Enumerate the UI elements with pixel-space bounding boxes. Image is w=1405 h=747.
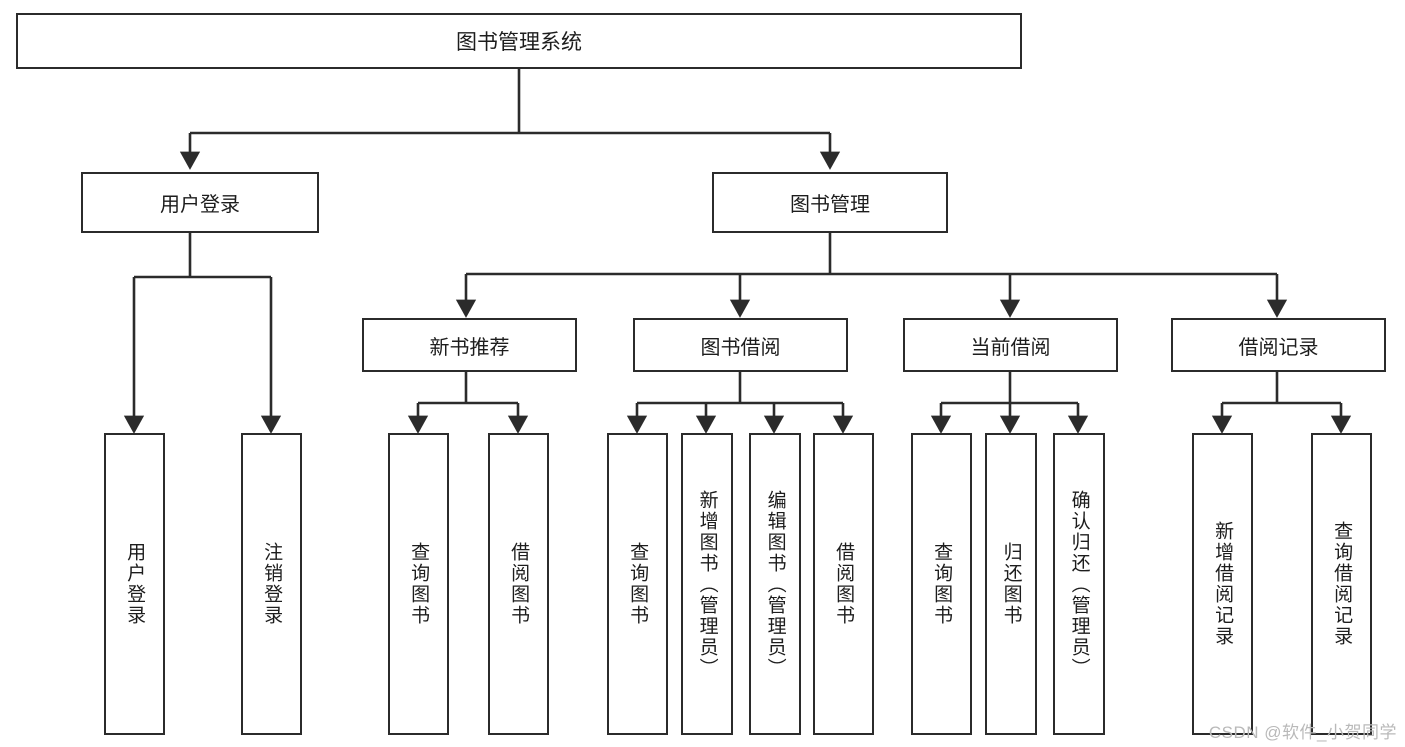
node-book-management[interactable]: 图书管理 xyxy=(712,172,948,233)
node-book-borrow[interactable]: 图书借阅 xyxy=(633,318,848,372)
leaf-query-book-2-label: 查询图书 xyxy=(627,542,649,626)
leaf-edit-book-label: 编辑图书（管理员） xyxy=(764,489,786,679)
node-current-borrow-label: 当前借阅 xyxy=(970,336,1051,359)
leaf-edit-book[interactable]: 编辑图书（管理员） xyxy=(749,433,801,735)
node-book-borrow-label: 图书借阅 xyxy=(700,336,781,359)
leaf-return-book[interactable]: 归还图书 xyxy=(985,433,1037,735)
leaf-confirm-return-label: 确认归还（管理员） xyxy=(1068,489,1090,679)
leaf-borrow-book-1-label: 借阅图书 xyxy=(508,542,530,626)
leaf-query-book-2[interactable]: 查询图书 xyxy=(607,433,668,735)
leaf-add-record[interactable]: 新增借阅记录 xyxy=(1192,433,1253,735)
leaf-user-login[interactable]: 用户登录 xyxy=(104,433,165,735)
node-root-label: 图书管理系统 xyxy=(456,31,582,54)
leaf-user-login-label: 用户登录 xyxy=(124,542,146,626)
leaf-query-book-1-label: 查询图书 xyxy=(408,542,430,626)
leaf-borrow-book-2[interactable]: 借阅图书 xyxy=(813,433,874,735)
leaf-confirm-return[interactable]: 确认归还（管理员） xyxy=(1053,433,1105,735)
leaf-add-book[interactable]: 新增图书（管理员） xyxy=(681,433,733,735)
leaf-logout-label: 注销登录 xyxy=(261,542,283,626)
leaf-return-book-label: 归还图书 xyxy=(1000,542,1022,626)
csdn-watermark: CSDN @软件_小贺同学 xyxy=(1208,723,1397,742)
node-new-book-recommend-label: 新书推荐 xyxy=(429,336,510,359)
leaf-query-book-1[interactable]: 查询图书 xyxy=(388,433,449,735)
leaf-borrow-book-1[interactable]: 借阅图书 xyxy=(488,433,549,735)
leaf-query-record-label: 查询借阅记录 xyxy=(1331,521,1353,647)
leaf-add-record-label: 新增借阅记录 xyxy=(1212,521,1234,647)
node-user-login-label: 用户登录 xyxy=(160,194,240,216)
node-new-book-recommend[interactable]: 新书推荐 xyxy=(362,318,577,372)
leaf-query-book-3[interactable]: 查询图书 xyxy=(911,433,972,735)
leaf-borrow-book-2-label: 借阅图书 xyxy=(833,542,855,626)
leaf-logout[interactable]: 注销登录 xyxy=(241,433,302,735)
node-current-borrow[interactable]: 当前借阅 xyxy=(903,318,1118,372)
node-root[interactable]: 图书管理系统 xyxy=(16,13,1022,69)
leaf-query-record[interactable]: 查询借阅记录 xyxy=(1311,433,1372,735)
node-user-login[interactable]: 用户登录 xyxy=(81,172,319,233)
node-borrow-record[interactable]: 借阅记录 xyxy=(1171,318,1386,372)
leaf-query-book-3-label: 查询图书 xyxy=(931,542,953,626)
leaf-add-book-label: 新增图书（管理员） xyxy=(696,489,718,679)
node-borrow-record-label: 借阅记录 xyxy=(1238,336,1319,359)
node-book-management-label: 图书管理 xyxy=(790,194,870,216)
